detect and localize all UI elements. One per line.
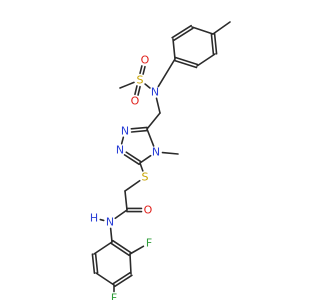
bond-S_sulf-O_top <box>139 65 143 75</box>
bond-Ar6-Ar1 <box>191 26 214 35</box>
atom-label-S_sulf: S <box>137 74 144 87</box>
bond-Ar5-Ar6 <box>171 24 192 39</box>
bond-Tz_N2-Tz_C3 <box>125 151 142 163</box>
atom-label-N_sulf: N <box>151 86 159 99</box>
bond-Ar1-Ar2 <box>210 33 215 55</box>
bond-S_sulf-O_bot <box>137 85 141 96</box>
bond-Ph3-Ph4 <box>112 271 131 285</box>
atom-label-F_top: F <box>146 237 152 250</box>
bond-Tz_C5-Tz_N1 <box>130 126 148 130</box>
bond-S_sulf-O_bot <box>134 85 138 96</box>
bond-Ph4-Ph5 <box>95 272 115 286</box>
bond-Ph5-Ph6 <box>91 253 96 274</box>
bond-Tz_C3-S_thio <box>139 162 144 172</box>
bond-CH2_b-C_amide <box>124 190 128 211</box>
bond-CH3_tol-Ar1 <box>212 21 231 35</box>
bond-S_thio-CH2_b <box>124 179 141 192</box>
atom-label-S_thio: S <box>142 171 149 184</box>
atom-label-H_amide: H <box>90 212 98 225</box>
bond-Ph3-Ph4 <box>114 274 133 288</box>
bond-N_sulf-CH2_a <box>155 97 161 114</box>
bond-Ar5-Ar6 <box>173 27 194 42</box>
bond-Tz_C5-Tz_N1 <box>130 129 148 133</box>
bond-N_amide-H_amide <box>99 218 105 222</box>
bond-Tz_N4-N4_Me <box>161 151 179 155</box>
atom-label-Tz_N1: N <box>121 125 129 138</box>
bond-Ph5-Ph6 <box>94 253 99 274</box>
bond-Tz_C3-Tz_N4 <box>139 154 152 164</box>
bond-CH2_a-Tz_C5 <box>146 112 161 130</box>
bond-S_sulf-CH3_ms <box>119 81 135 89</box>
bond-Ar2-Ar3 <box>196 53 216 67</box>
bond-Ar4-Ar5 <box>172 38 176 60</box>
atom-label-Tz_N4: N <box>152 146 160 159</box>
bond-Tz_N4-Tz_C5 <box>146 128 155 147</box>
bond-Tz_N1-Tz_N2 <box>120 136 125 145</box>
bond-N_sulf-S_sulf <box>144 83 151 89</box>
bond-Ar4-N_sulf <box>157 58 176 88</box>
bond-Ar3-Ar4 <box>173 59 198 69</box>
bond-N_amide-Ph1 <box>109 227 113 243</box>
bond-Ar1-Ar2 <box>213 33 218 55</box>
bond-Ph1-Ph2 <box>112 239 132 254</box>
atom-label-O_amide: O <box>144 204 153 217</box>
bond-layer <box>91 21 231 293</box>
atom-label-N_amide: N <box>106 216 114 229</box>
atom-label-F_bot: F <box>111 292 117 300</box>
bond-S_sulf-O_top <box>142 65 146 75</box>
bond-Ph2-Ph3 <box>129 253 132 275</box>
bond-Ph6-Ph1 <box>93 241 113 255</box>
bond-Tz_N2-Tz_C3 <box>123 154 140 166</box>
bond-Ar3-Ar4 <box>174 56 199 66</box>
atom-label-O_bot: O <box>131 95 140 108</box>
bond-C_amide-N_amide <box>114 209 128 220</box>
atom-label-O_top: O <box>141 54 150 67</box>
bond-Ph2-F_top <box>129 245 145 255</box>
bond-Ph1-Ph2 <box>110 242 130 257</box>
atom-label-Tz_N2: N <box>116 144 124 157</box>
